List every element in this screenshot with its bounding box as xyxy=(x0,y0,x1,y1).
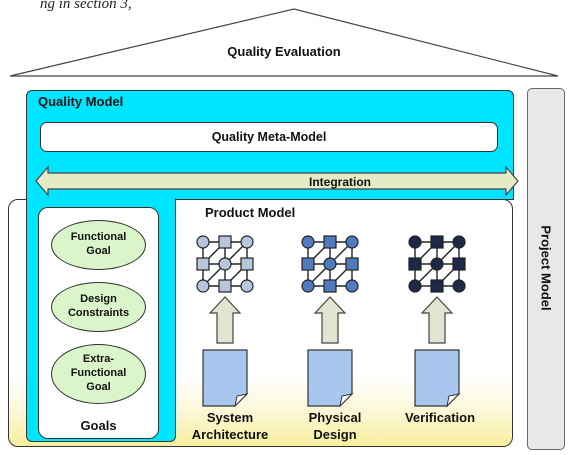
graph-node-circle xyxy=(323,257,337,271)
document-fold-icon xyxy=(446,393,461,408)
column-label-verification: Verification xyxy=(390,410,490,427)
goals-label: Goals xyxy=(80,418,117,433)
integration-arrow xyxy=(35,165,519,197)
goal-line: Design xyxy=(80,293,117,306)
goal-ellipse-functional: Functional Goal xyxy=(51,220,146,270)
goal-line: Functional xyxy=(70,231,127,244)
column-label-physical-design: Physical Design xyxy=(290,410,380,444)
project-model-label: Project Model xyxy=(538,225,554,311)
graph-node-circle xyxy=(345,279,359,293)
graph-node-circle xyxy=(345,235,359,249)
goals-panel: Functional Goal Design Constraints Extra… xyxy=(38,207,159,439)
column-label-line: System xyxy=(206,410,254,425)
fragment-text: ng in section 3, xyxy=(40,0,132,12)
graph-node-square xyxy=(430,235,444,249)
graph-node-square xyxy=(301,257,315,271)
graph-node-circle xyxy=(301,235,315,249)
goal-line: Extra- xyxy=(82,353,115,366)
graph-node-square xyxy=(240,257,254,271)
up-arrow-icon xyxy=(208,296,242,344)
column-label-line: Verification xyxy=(404,410,476,425)
column-label-system-architecture: System Architecture xyxy=(180,410,280,444)
column-label-line: Physical xyxy=(308,410,362,425)
graph-node-circle xyxy=(196,235,210,249)
document-fold-icon xyxy=(339,393,354,408)
graph-node-circle xyxy=(452,279,466,293)
roof-triangle xyxy=(9,8,559,77)
column-label-line: Architecture xyxy=(191,426,269,442)
quality-evaluation-title: Quality Evaluation xyxy=(227,44,341,59)
goal-line: Goal xyxy=(86,380,111,393)
goal-line: Functional xyxy=(70,367,127,380)
graph-node-circle xyxy=(218,257,232,271)
graph-node-circle xyxy=(408,279,422,293)
document-fold-icon xyxy=(234,393,249,408)
quality-meta-model-label: Quality Meta-Model xyxy=(211,130,327,144)
integration-label: Integration xyxy=(309,175,371,189)
graph-node-circle xyxy=(240,235,254,249)
column-label-line: Design xyxy=(313,426,357,442)
goal-line: Constraints xyxy=(67,307,130,319)
goal-ellipse-design-constraints: Design Constraints xyxy=(51,282,146,332)
graph-node-square xyxy=(218,235,232,249)
graph-node-square xyxy=(323,279,337,293)
graph-node-circle xyxy=(408,235,422,249)
up-arrow-icon xyxy=(313,296,347,344)
graph-node-circle xyxy=(196,279,210,293)
graph-node-square xyxy=(430,279,444,293)
graph-node-square xyxy=(323,235,337,249)
graph-node-circle xyxy=(240,279,254,293)
graph-node-circle xyxy=(452,235,466,249)
graph-node-circle xyxy=(301,279,315,293)
graph-node-circle xyxy=(430,257,444,271)
graph-node-square xyxy=(218,279,232,293)
graph-node-square xyxy=(345,257,359,271)
up-arrow-icon xyxy=(420,296,454,344)
quality-model-title: Quality Model xyxy=(38,94,124,109)
goal-ellipse-extra-functional: Extra- Functional Goal xyxy=(51,344,146,404)
graph-node-square xyxy=(196,257,210,271)
graph-node-square xyxy=(452,257,466,271)
goal-line: Goal xyxy=(86,245,111,257)
graph-node-square xyxy=(408,257,422,271)
product-model-title: Product Model xyxy=(205,205,296,220)
project-model-bar xyxy=(527,88,565,450)
quality-meta-model-box: Quality Meta-Model xyxy=(40,122,498,152)
